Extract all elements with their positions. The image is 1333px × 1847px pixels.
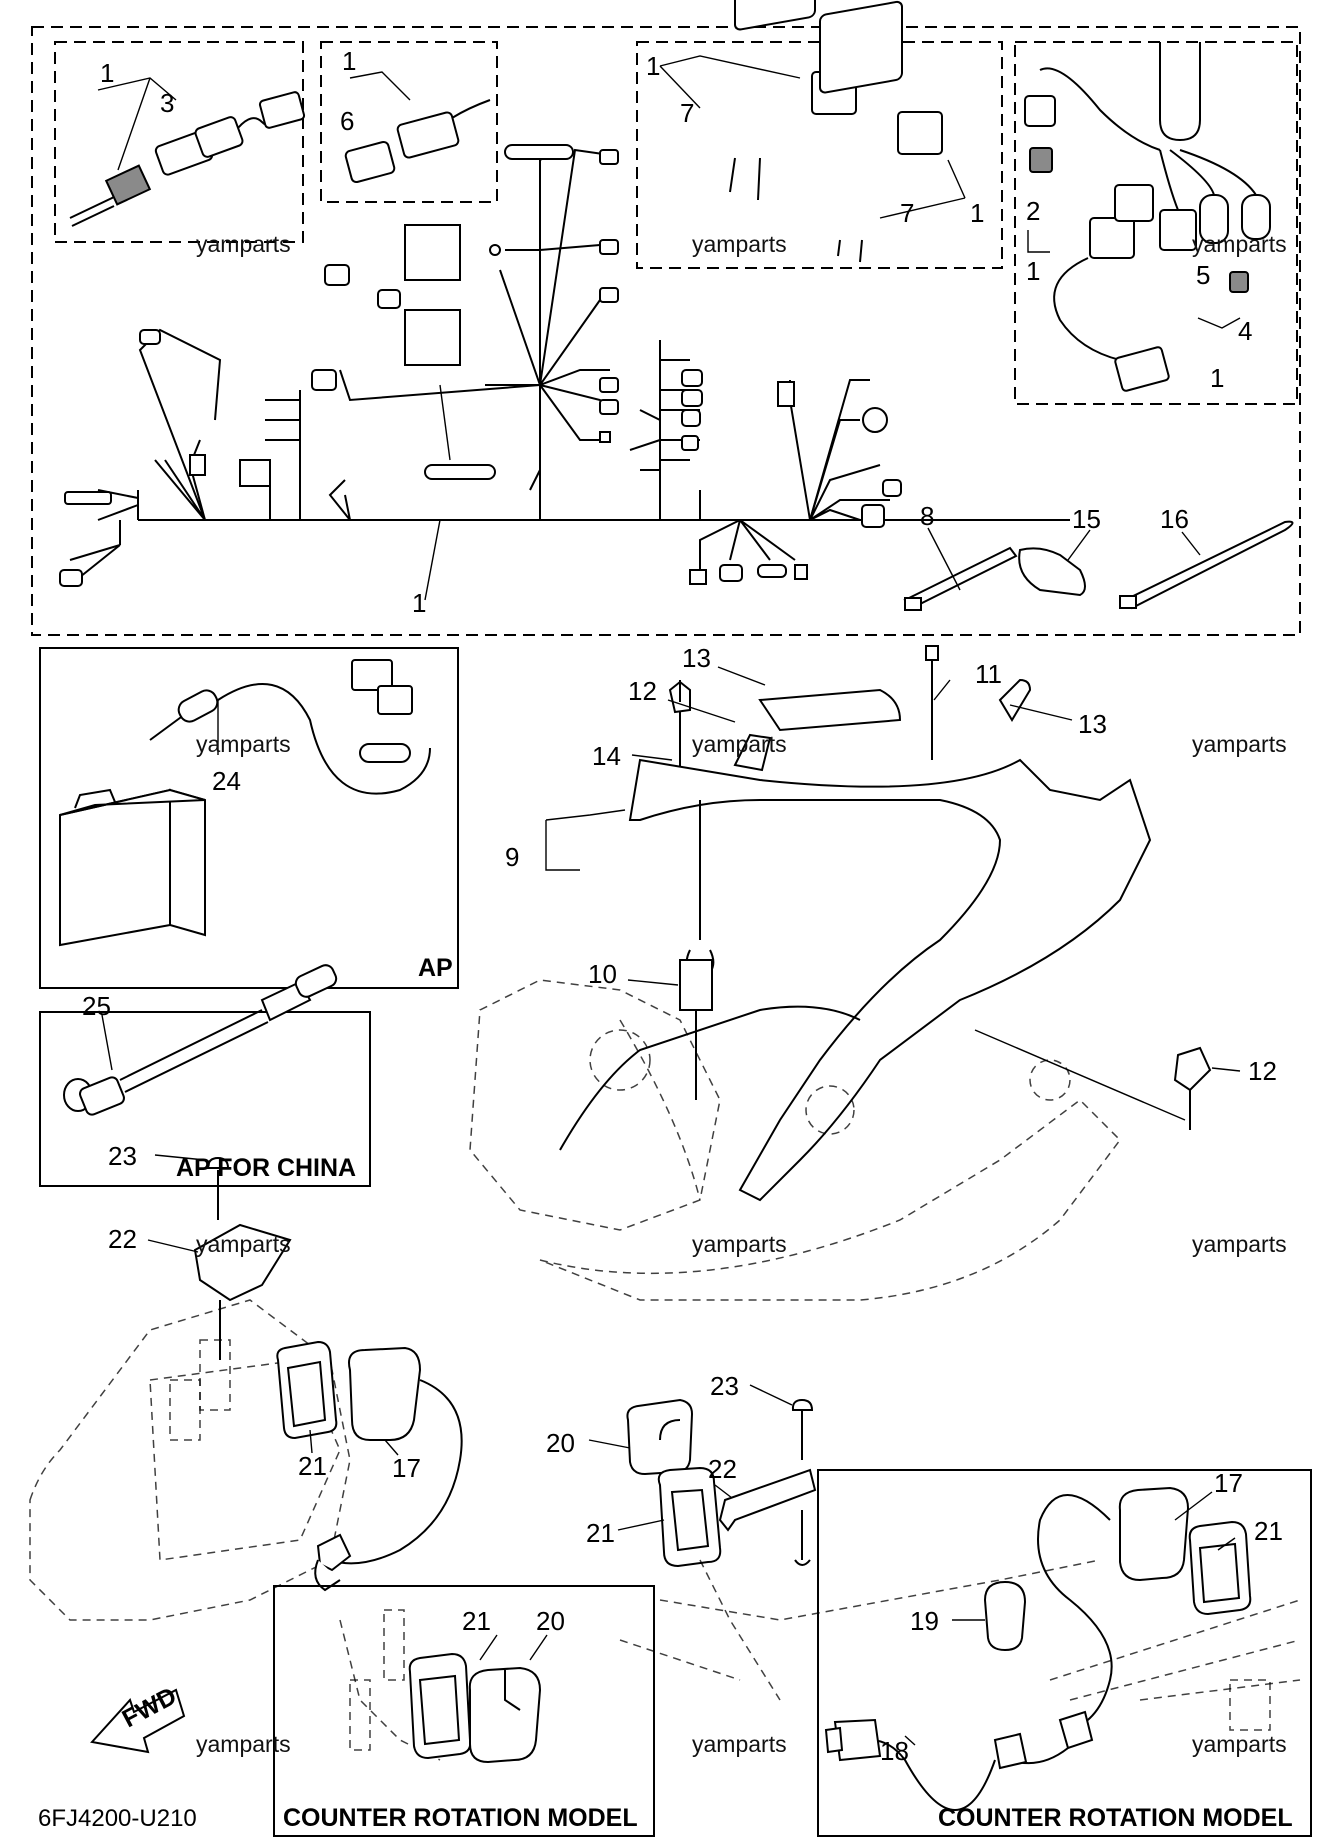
callout-22: 22 [108,1224,137,1254]
callout-16: 16 [1160,504,1189,534]
callout-7: 7 [900,198,914,228]
fuse-holder-drawing [1024,42,1271,392]
callout-1: 1 [342,46,356,76]
ties-and-clips [903,520,1294,611]
ap-box [39,647,459,989]
harness-section [31,0,1301,636]
callout-6: 6 [340,106,354,136]
inset-box-fuse-holder [1014,41,1298,405]
callout-5: 5 [1196,260,1210,290]
callout-15: 15 [1072,504,1101,534]
callout-7: 7 [680,98,694,128]
callout-13: 13 [1078,709,1107,739]
ap-china-section [39,964,371,1187]
callout-1: 1 [646,51,660,81]
callout-14: 14 [592,741,621,771]
callout-numbers: 1 3 1 6 1 7 7 1 2 1 5 4 1 1 8 15 16 13 1… [82,46,1283,1766]
lower-center-assembly [619,1398,1101,1701]
callout-10: 10 [588,959,617,989]
callout-21: 21 [462,1606,491,1636]
callout-17: 17 [392,1453,421,1483]
callout-9: 9 [505,842,519,872]
callout-12: 12 [1248,1056,1277,1086]
counter-rotation-left-box [273,1585,655,1837]
watermark: yamparts [196,731,291,757]
ap-section [39,647,459,989]
callout-18: 18 [880,1736,909,1766]
counter-rotation-label-left: COUNTER ROTATION MODEL [283,1804,638,1832]
callout-1: 1 [412,588,426,618]
callout-17: 17 [1214,1468,1243,1498]
harness-frame [31,26,1301,636]
connector-6-drawing [344,71,491,184]
callout-1: 1 [970,198,984,228]
box-labels: AP AP FOR CHINA COUNTER ROTATION MODEL C… [38,954,1293,1832]
callout-13: 13 [682,643,711,673]
callout-1: 1 [1210,363,1224,393]
watermark: yamparts [1192,231,1287,257]
harness-connectors [59,144,902,587]
watermark: yamparts [196,1731,291,1757]
diagram-code: 6FJ4200-U210 [38,1805,197,1832]
callout-12: 12 [628,676,657,706]
watermark: yamparts [1192,731,1287,757]
callout-1: 1 [1026,256,1040,286]
bracket-assembly [469,645,1212,1301]
ap-china-label: AP FOR CHINA [176,1154,356,1182]
watermark: yamparts [692,231,787,257]
callout-24: 24 [212,766,241,796]
watermark: yamparts [692,731,787,757]
watermark: yamparts [196,231,291,257]
watermark: yamparts [1192,1231,1287,1257]
ap-label: AP [418,954,453,982]
ap-china-box [39,1011,371,1187]
counter-rotation-right-section [817,1469,1312,1837]
callout-19: 19 [910,1606,939,1636]
watermarks: yamparts yamparts yamparts yamparts yamp… [196,231,1287,1757]
callout-23: 23 [108,1141,137,1171]
callout-3: 3 [160,88,174,118]
callout-23: 23 [710,1371,739,1401]
lower-left-assembly [29,1156,463,1621]
connector-3-drawing [69,77,306,227]
callout-11: 11 [975,659,1002,689]
watermark: yamparts [1192,1731,1287,1757]
inset-box-connector-3 [54,41,304,243]
counter-rotation-right-box [817,1469,1312,1837]
callout-20: 20 [536,1606,565,1636]
callout-25: 25 [82,991,111,1021]
callout-21: 21 [298,1451,327,1481]
leader-lines [101,384,1241,1746]
callout-21: 21 [1254,1516,1283,1546]
relay-7-drawing [659,0,966,263]
callout-2: 2 [1026,196,1040,226]
callout-1: 1 [100,58,114,88]
inset-box-connector-6 [320,41,498,203]
callout-22: 22 [708,1454,737,1484]
fwd-arrow: FWD [90,1682,186,1754]
callout-4: 4 [1238,316,1252,346]
watermark: yamparts [692,1231,787,1257]
callout-8: 8 [920,501,934,531]
callout-21: 21 [586,1518,615,1548]
watermark: yamparts [692,1731,787,1757]
counter-rotation-label-right: COUNTER ROTATION MODEL [938,1804,1293,1832]
watermark: yamparts [196,1231,291,1257]
callout-20: 20 [546,1428,575,1458]
counter-rotation-left-section [273,1585,655,1837]
